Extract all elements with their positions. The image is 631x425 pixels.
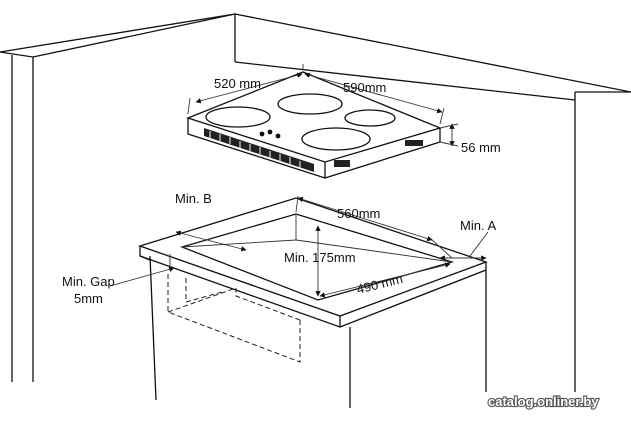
label-min-a: Min. A — [460, 218, 496, 233]
dimension-lines — [109, 64, 489, 298]
label-cutout-depth: 490 mm — [355, 271, 404, 297]
cabinet — [139, 255, 487, 408]
label-hob-width: 590mm — [343, 80, 386, 95]
watermark: catalog.onliner.by — [488, 394, 599, 409]
wall-outline — [0, 13, 631, 392]
label-cutout-width: 560mm — [337, 206, 380, 221]
label-min-depth: Min. 175mm — [284, 250, 356, 265]
label-min-b: Min. B — [175, 191, 212, 206]
label-hob-depth: 520 mm — [214, 76, 261, 91]
hob-vent — [204, 128, 314, 172]
label-min-gap-line1: Min. Gap — [62, 274, 115, 289]
label-min-gap-line2: 5mm — [74, 291, 103, 306]
label-hob-height: 56 mm — [461, 140, 501, 155]
